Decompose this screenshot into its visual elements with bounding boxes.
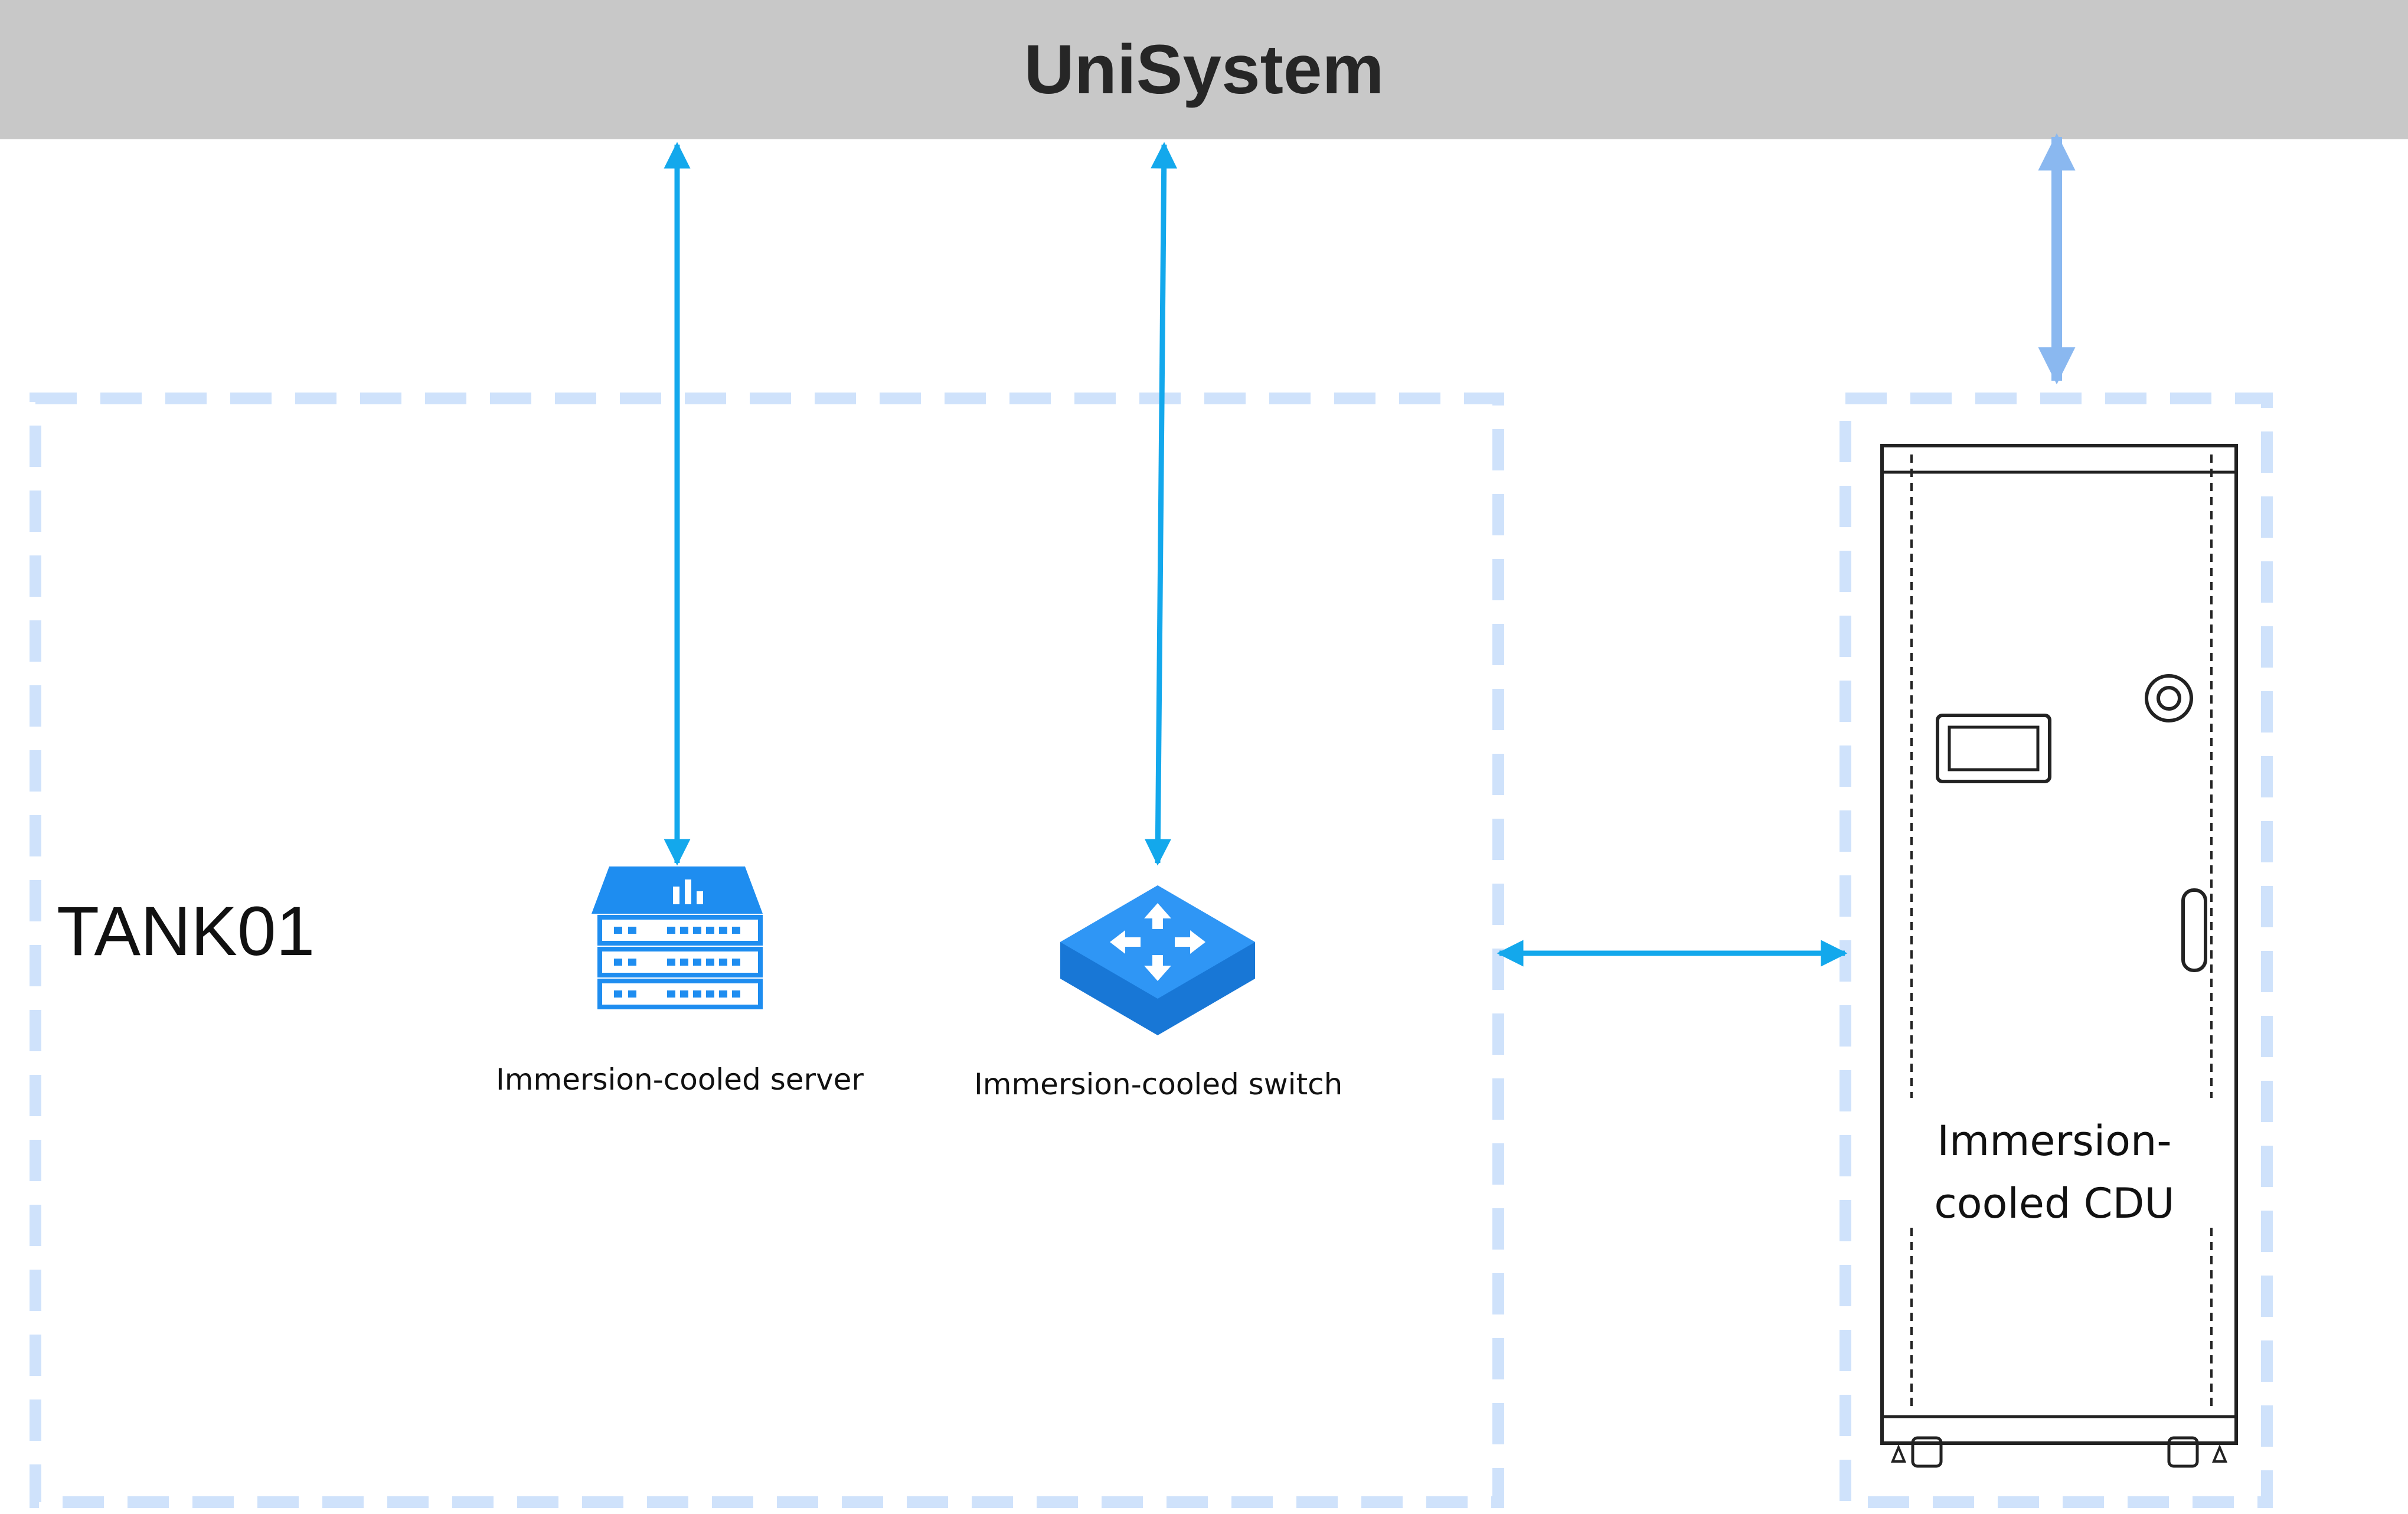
server-icon [592, 866, 763, 1009]
switch-label: Immersion-cooled switch [974, 1067, 1343, 1101]
tank-label: TANK01 [57, 892, 315, 970]
server-label: Immersion-cooled server [496, 1062, 864, 1097]
unisystem-banner [0, 0, 2408, 139]
cdu-label: Immersion-cooled CDU [1934, 1117, 2175, 1228]
unisystem-title: UniSystem [1024, 31, 1384, 109]
switch-icon [1060, 885, 1255, 1035]
cdu-cabinet-icon [1880, 444, 2238, 1468]
switch-link-arrow [1144, 142, 1178, 866]
